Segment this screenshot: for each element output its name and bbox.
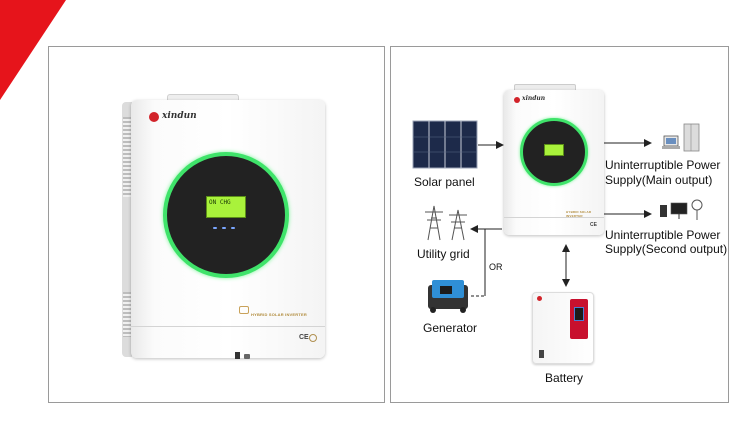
- battery-terminal: [539, 350, 544, 358]
- brand-logo: [514, 97, 520, 103]
- utility-tower-icon: [425, 205, 467, 241]
- brand-name: xindun: [162, 111, 197, 121]
- brand-logo: [149, 112, 159, 122]
- inverter-side: [122, 102, 132, 357]
- lcd-screen: ON CHG: [206, 196, 246, 218]
- indicator-led: [222, 227, 226, 229]
- generator-label: Generator: [423, 321, 478, 335]
- brand-name: xindun: [522, 95, 546, 102]
- generator-line: [471, 262, 486, 297]
- second-output-label-line2: Supply(Second output): [605, 242, 728, 256]
- or-label: OR: [489, 262, 503, 272]
- battery-label: Battery: [545, 371, 584, 385]
- second-output-label-line1: Uninterruptible Power: [605, 228, 721, 242]
- brand-logo: [537, 296, 542, 301]
- generator-icon: [428, 280, 468, 313]
- battery-screen: [574, 307, 584, 321]
- ce-mark: CE: [299, 334, 309, 341]
- appliances-icon: [660, 199, 703, 220]
- lcd-readout: ON CHG: [209, 199, 231, 206]
- product-badge: HYBRID SOLAR INVERTER: [251, 312, 307, 317]
- inverter-body: xindun ON CHG HYBRID SOLAR INVERTER CE: [131, 100, 325, 358]
- lcd-screen: [544, 144, 564, 156]
- product-badge: HYBRID SOLAR INVERTER: [566, 210, 592, 218]
- ce-mark: CE: [590, 222, 597, 228]
- utility-grid-label: Utility grid: [417, 247, 470, 261]
- solar-panel-label: Solar panel: [414, 175, 475, 189]
- diagram-inverter: xindun HYBRID SOLAR INVERTER CE: [504, 90, 604, 235]
- battery-icon: [532, 292, 594, 364]
- panel-seam: [131, 326, 325, 327]
- solar-panel-icon: [412, 120, 478, 169]
- main-output-label-line1: Uninterruptible Power: [605, 158, 721, 172]
- product-photo-panel: xindun ON CHG HYBRID SOLAR INVERTER CE: [48, 46, 385, 403]
- badge-logo: [239, 306, 249, 314]
- cert-seal: [309, 334, 317, 342]
- panel-seam: [504, 217, 604, 218]
- indicator-led: [231, 227, 235, 229]
- indicator-led: [213, 227, 217, 229]
- side-vent: [123, 117, 131, 197]
- side-vent-lower: [123, 292, 131, 337]
- computer-and-fridge-icon: [662, 123, 700, 152]
- terminal: [244, 354, 250, 359]
- main-output-label-line2: Supply(Main output): [605, 173, 713, 187]
- terminal: [235, 352, 240, 359]
